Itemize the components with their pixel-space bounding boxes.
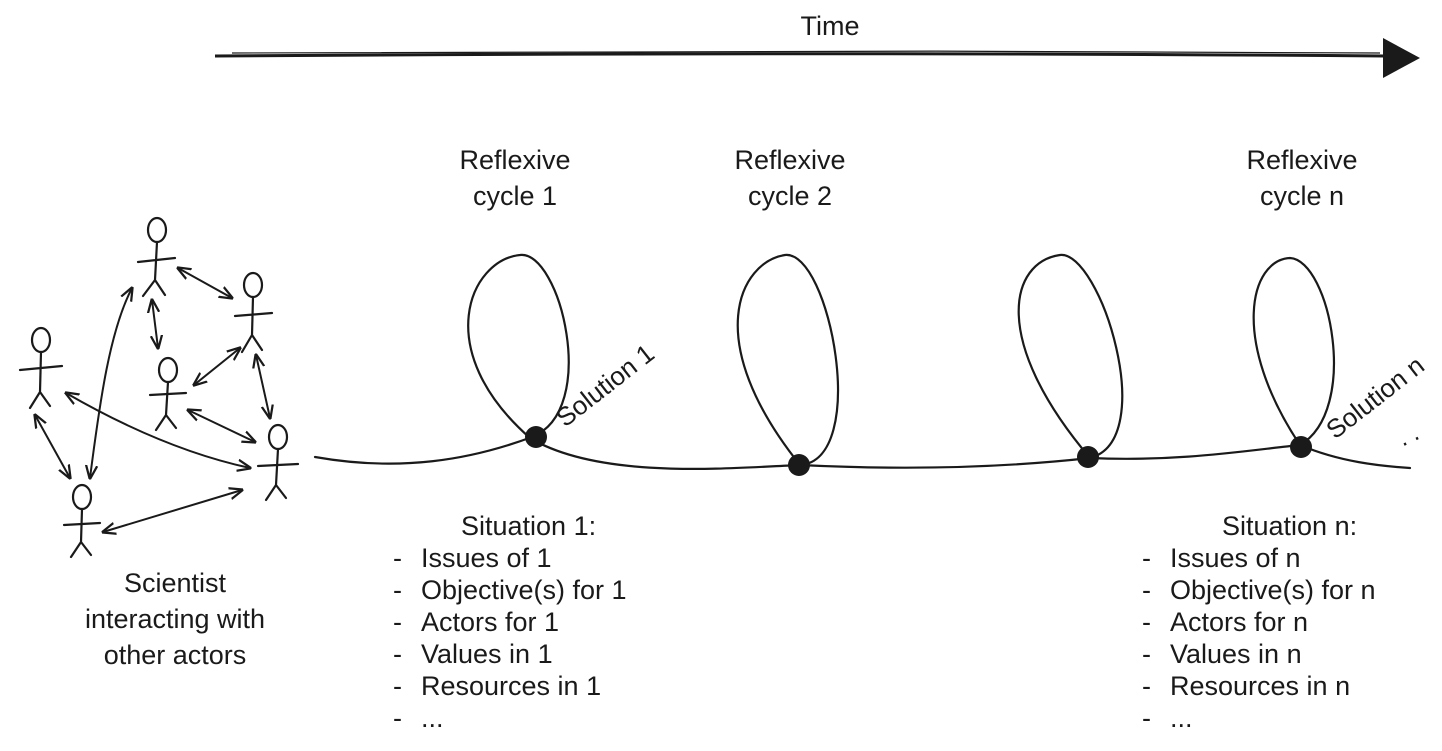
solution-dot-n bbox=[1290, 436, 1312, 458]
actors-network bbox=[18, 216, 300, 559]
actor-figure bbox=[148, 356, 188, 432]
list-item: -Objective(s) for 1 bbox=[393, 575, 627, 605]
actor-figure bbox=[233, 271, 274, 354]
solution-dot-3 bbox=[1077, 446, 1099, 468]
list-item: -Actors for 1 bbox=[393, 607, 560, 637]
cycle-n-label: Reflexive cycle n bbox=[1222, 142, 1382, 214]
solution-dot-1 bbox=[525, 426, 547, 448]
interaction-arrows bbox=[35, 268, 270, 532]
spiral-path bbox=[313, 253, 1412, 470]
list-item: -... bbox=[393, 703, 444, 733]
scientist-caption: Scientist interacting with other actors bbox=[45, 565, 305, 673]
cycle-2-line1: Reflexive bbox=[734, 145, 846, 175]
cycle-1-label: Reflexive cycle 1 bbox=[435, 142, 595, 214]
situation-n-title: Situation n: bbox=[1222, 511, 1358, 541]
list-item: -Resources in n bbox=[1142, 671, 1351, 701]
time-arrowhead bbox=[1383, 38, 1420, 78]
list-item: -Actors for n bbox=[1142, 607, 1309, 637]
cycle-2-line2: cycle 2 bbox=[747, 181, 833, 211]
cycle-1-line1: Reflexive bbox=[459, 145, 571, 175]
cycle-n-line2: cycle n bbox=[1259, 181, 1345, 211]
actor-figure bbox=[18, 326, 64, 410]
list-item: -Resources in 1 bbox=[393, 671, 602, 701]
list-item: -... bbox=[1142, 703, 1193, 733]
actor-figure bbox=[62, 483, 102, 559]
actor-figure bbox=[136, 216, 177, 298]
solution-dot-2 bbox=[788, 454, 810, 476]
list-item: -Values in n bbox=[1142, 639, 1302, 669]
actor-figure bbox=[256, 423, 300, 502]
cycle-n-line1: Reflexive bbox=[1246, 145, 1358, 175]
cycle-1-line2: cycle 1 bbox=[472, 181, 558, 211]
scientist-caption-line3: other actors bbox=[103, 640, 247, 670]
list-item: -Issues of 1 bbox=[393, 543, 552, 573]
cycle-2-label: Reflexive cycle 2 bbox=[710, 142, 870, 214]
list-item: -Issues of n bbox=[1142, 543, 1301, 573]
trailing-dots: . . bbox=[1394, 419, 1424, 452]
situation-1-title: Situation 1: bbox=[461, 511, 597, 541]
time-label: Time bbox=[800, 11, 860, 41]
list-item: -Values in 1 bbox=[393, 639, 553, 669]
situation-n-list: Situation n: -Issues of n -Objective(s) … bbox=[1142, 510, 1376, 734]
scientist-caption-line2: interacting with bbox=[84, 604, 266, 634]
situation-1-list: Situation 1: -Issues of 1 -Objective(s) … bbox=[393, 510, 627, 734]
scientist-caption-line1: Scientist bbox=[123, 568, 227, 598]
time-arrow bbox=[214, 38, 1420, 78]
list-item: -Objective(s) for n bbox=[1142, 575, 1376, 605]
